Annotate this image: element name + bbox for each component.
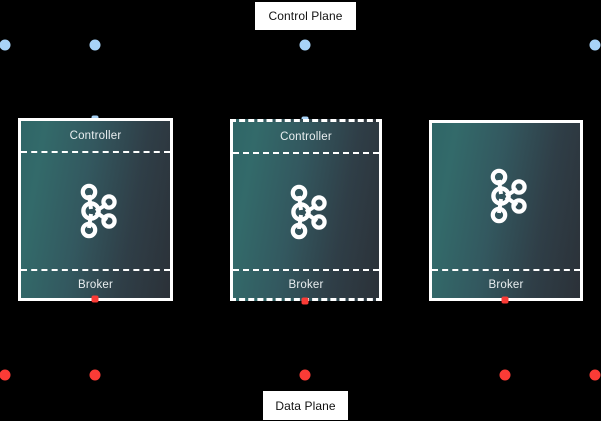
node-broker-label: Broker <box>288 278 324 291</box>
control-plane-dot <box>0 39 11 51</box>
data-plane-dot <box>0 369 11 381</box>
kafka-logo <box>490 168 527 224</box>
data-plane-dot <box>299 369 311 381</box>
kafka-logo <box>80 183 117 239</box>
kafka-logo <box>290 184 327 239</box>
node-broker-section: Broker <box>432 269 580 298</box>
broker-node[interactable]: Controller Broker <box>18 118 173 301</box>
data-plane-dot <box>89 369 101 381</box>
control-plane-dot <box>589 39 601 51</box>
data-plane-dot <box>499 369 511 381</box>
node-controller-label: Controller <box>280 131 332 143</box>
data-plane-label: Data Plane <box>263 391 348 420</box>
node-broker-connector-dot <box>501 296 509 304</box>
node-logo-area <box>21 153 170 269</box>
broker-node[interactable]: Broker <box>429 120 583 301</box>
control-plane-dot <box>299 39 311 51</box>
node-broker-section: Broker <box>21 269 170 298</box>
data-plane-dot <box>589 369 601 381</box>
node-broker-section: Broker <box>233 269 379 298</box>
node-logo-area <box>233 154 379 269</box>
node-broker-connector-dot <box>91 295 99 303</box>
control-plane-label: Control Plane <box>255 2 356 30</box>
node-controller-label: Controller <box>69 130 122 142</box>
node-broker-label: Broker <box>77 278 114 291</box>
broker-node[interactable]: Controller Broker <box>230 119 382 301</box>
node-broker-label: Broker <box>488 278 524 291</box>
node-logo-area <box>432 123 580 269</box>
control-plane-dot <box>89 39 101 51</box>
node-controller-section: Controller <box>233 122 379 154</box>
node-controller-section: Controller <box>21 121 170 153</box>
node-broker-connector-dot <box>301 297 309 305</box>
